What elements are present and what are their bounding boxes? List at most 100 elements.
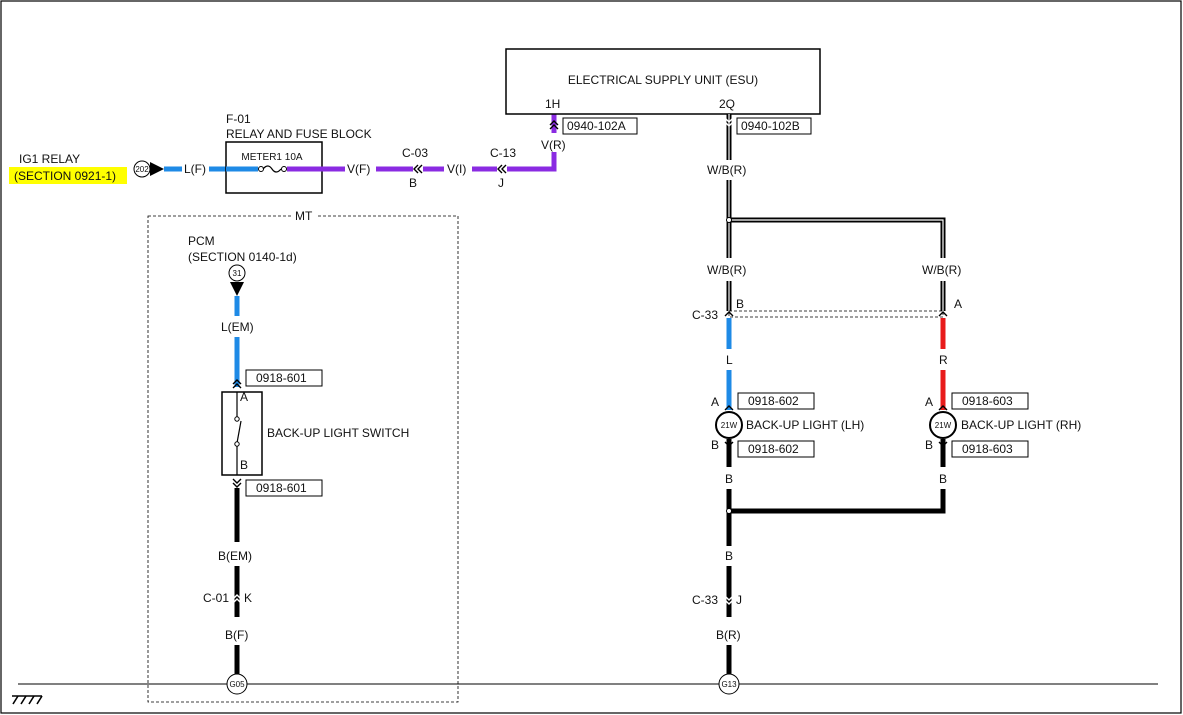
c01-label: C-01 <box>203 591 229 605</box>
connector-box <box>737 440 815 458</box>
switch-lever-icon <box>236 420 242 444</box>
connector-icon <box>724 117 734 127</box>
connector-icon <box>549 120 559 130</box>
c13-pin: J <box>498 176 504 190</box>
pcm-terminal-label: 31 <box>233 269 242 278</box>
esu-conn-left: 0940-102A <box>567 119 626 133</box>
switch-contact-icon <box>234 441 240 447</box>
pcm-terminal-circle <box>228 264 246 282</box>
bulb-icon <box>929 411 957 439</box>
c03-label: C-03 <box>402 146 428 160</box>
connector-box <box>562 117 638 135</box>
connector-box <box>951 392 1029 410</box>
connector-box <box>245 369 323 387</box>
lh-wire-label: B <box>725 472 733 486</box>
ground-g13-label: G13 <box>721 680 737 689</box>
connector-icon <box>232 594 242 604</box>
c33-lower-pin: J <box>736 593 742 607</box>
fuse-block-name: RELAY AND FUSE BLOCK <box>226 127 372 141</box>
switch-conn-bottom: 0918-601 <box>256 481 307 495</box>
wire-r-label: R <box>939 353 948 367</box>
rh-pin-b: B <box>925 438 933 452</box>
wire-bf-label: B(F) <box>225 628 248 642</box>
mt-label: MT <box>295 209 313 223</box>
rh-bulb-label: 21W <box>935 421 952 430</box>
c33-pin-a: A <box>954 297 962 311</box>
ground-g13-icon <box>718 673 740 695</box>
wire-wb-branch <box>729 217 946 258</box>
arrow-down-icon <box>230 282 244 296</box>
lh-pin-b: B <box>711 438 719 452</box>
c33-pin-b: B <box>736 297 744 311</box>
c33-lower-label: C-33 <box>692 593 718 607</box>
c33-label: C-33 <box>692 308 718 322</box>
pcm-section[interactable]: (SECTION 0140-1d) <box>188 250 297 264</box>
switch-pin-a: A <box>240 390 248 404</box>
wire-join-label: B <box>725 549 733 563</box>
ground-g05-label: G05 <box>229 680 245 689</box>
ground-g05-icon <box>226 673 248 695</box>
arrow-right-icon <box>150 162 164 176</box>
bulb-icon <box>715 411 743 439</box>
ig1-terminal-label: 202 <box>135 165 149 174</box>
connector-icon <box>938 405 948 411</box>
wire-wb-left-label: W/B(R) <box>707 263 746 277</box>
wire-bem-label: B(EM) <box>218 549 252 563</box>
connector-icon <box>724 595 734 605</box>
mt-dashed-box <box>147 215 459 703</box>
pcm-title: PCM <box>188 234 215 248</box>
wire-vi-label: V(I) <box>447 162 466 176</box>
rh-name: BACK-UP LIGHT (RH) <box>961 418 1081 432</box>
splice-dot <box>726 508 732 514</box>
fuse-icon <box>258 165 287 173</box>
fuse-block-id: F-01 <box>226 112 251 126</box>
connector-box <box>245 479 323 497</box>
ig1-relay-section[interactable]: (SECTION 0921-1) <box>14 169 116 183</box>
wire-lem-label: L(EM) <box>221 320 254 334</box>
connector-icon <box>232 379 242 389</box>
wire-wb-label: W/B(R) <box>707 163 746 177</box>
connector-icon <box>724 311 734 317</box>
switch-conn-top: 0918-601 <box>256 371 307 385</box>
wire-vr-segment <box>507 152 557 172</box>
connector-icon <box>413 164 423 174</box>
lh-pin-a: A <box>711 395 719 409</box>
c33-connector-outline <box>728 310 944 318</box>
c03-pin: B <box>409 176 417 190</box>
switch-name: BACK-UP LIGHT SWITCH <box>267 426 409 440</box>
connector-icon <box>724 405 734 411</box>
esu-pin-right: 2Q <box>719 97 735 111</box>
rh-conn-bottom: 0918-603 <box>962 442 1013 456</box>
esu-name: ELECTRICAL SUPPLY UNIT (ESU) <box>568 73 758 87</box>
wire-l-label: L <box>726 353 733 367</box>
connector-box <box>736 117 812 135</box>
lh-name: BACK-UP LIGHT (LH) <box>746 418 864 432</box>
c13-label: C-13 <box>490 146 516 160</box>
esu-conn-right: 0940-102B <box>741 119 800 133</box>
lh-conn-bottom: 0918-602 <box>748 442 799 456</box>
connector-icon <box>938 311 948 317</box>
ground-symbol-icon <box>12 695 43 705</box>
wire-br-label: B(R) <box>716 628 741 642</box>
lh-bulb-label: 21W <box>721 421 738 430</box>
wire-b-join <box>729 489 946 514</box>
rh-wire-label: B <box>939 472 947 486</box>
ig1-relay-title: IG1 RELAY <box>19 152 80 166</box>
fuse-label: METER1 10A <box>241 152 302 163</box>
c01-pin: K <box>244 591 252 605</box>
splice-dot <box>726 217 732 223</box>
connector-box <box>951 440 1029 458</box>
wire-lf-label: L(F) <box>184 162 206 176</box>
back-up-light-switch-box <box>221 391 263 476</box>
connector-box <box>737 392 815 410</box>
lh-conn-top: 0918-602 <box>748 394 799 408</box>
section-highlight <box>9 167 127 184</box>
switch-pin-b: B <box>240 458 248 472</box>
rh-pin-a: A <box>925 395 933 409</box>
rh-conn-top: 0918-603 <box>962 394 1013 408</box>
connector-icon <box>497 164 507 174</box>
wire-wb-right-label: W/B(R) <box>922 263 961 277</box>
esu-pin-left: 1H <box>545 97 560 111</box>
